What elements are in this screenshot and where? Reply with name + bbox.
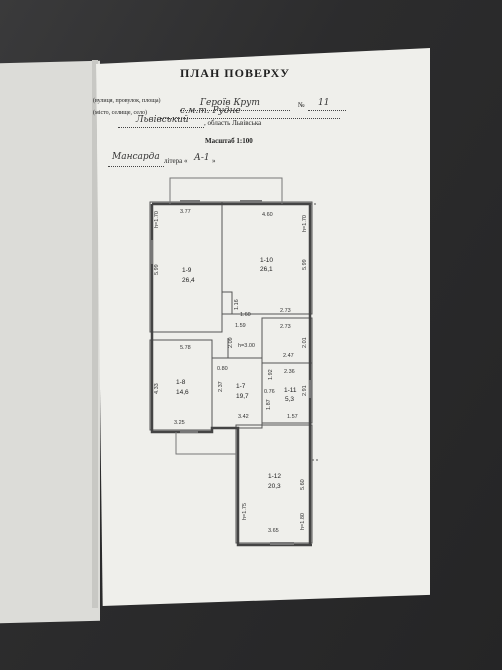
number-prefix: № (298, 101, 305, 109)
document-title: ПЛАН ПОВЕРХУ (180, 66, 291, 80)
dim-label: 3.25 (174, 420, 185, 426)
room-1-11-area: 5,3 (285, 396, 294, 403)
room-1-9-id: 1-9 (182, 267, 192, 274)
dim-label: 2.91 (302, 385, 308, 396)
dim-label: 3.65 (268, 528, 279, 534)
window-4 (309, 380, 312, 398)
dim-label: 3.77 (180, 209, 191, 215)
dim-label: 3.42 (238, 414, 249, 420)
window-1 (180, 200, 200, 203)
windows (150, 200, 312, 545)
dim-label: 2.36 (284, 369, 295, 375)
district-value: Львівський (136, 115, 189, 125)
number-underline (308, 110, 346, 111)
dim-label: 4.60 (262, 212, 273, 218)
window-6 (180, 430, 198, 433)
room-1-12-id: 1-12 (268, 473, 281, 480)
litera-close: » (212, 157, 216, 165)
scale-label: Масштаб 1:100 (205, 137, 253, 145)
room-1-11-id: 1-11 (284, 387, 297, 394)
window-5 (270, 542, 294, 545)
room-1-9-area: 26,4 (182, 277, 195, 284)
dim-label: 4.33 (154, 383, 160, 394)
dim-label: h=1.80 (300, 513, 306, 530)
dim-label: 2.37 (218, 381, 224, 392)
dim-label: 5.99 (154, 264, 160, 275)
settlement-underline (160, 118, 340, 119)
litera-value: А-1 (194, 153, 210, 163)
litera-label: літера « (164, 157, 188, 165)
room-1-12-area: 20,3 (268, 483, 281, 490)
window-3 (150, 240, 153, 264)
dim-label: h=1.70 (302, 215, 308, 232)
dim-label: 5.78 (180, 345, 191, 351)
dim-label: 0.76 (264, 389, 275, 395)
dim-label: h=3.00 (238, 343, 255, 349)
settlement-value: с.м.т. Рудне (180, 106, 241, 116)
dim-label: 0.80 (217, 366, 228, 372)
dim-label: 2.73 (280, 324, 291, 330)
window-2 (240, 200, 262, 203)
district-underline (118, 127, 204, 128)
dim-label: 1.60 (240, 312, 251, 318)
settlement-label: (місто, селище, село) (93, 110, 147, 116)
region-text: , область Львівська (204, 119, 262, 127)
number-value: 11 (318, 98, 330, 108)
room-1-7-area: 19,7 (236, 393, 249, 400)
room-1-8-id: 1-8 (176, 379, 186, 386)
dim-label: 1.57 (287, 414, 298, 420)
room-1-10-id: 1-10 (260, 257, 273, 264)
dim-label: 1.16 (234, 299, 240, 310)
floor-underline (108, 166, 164, 167)
dim-label: h=1.70 (154, 211, 160, 228)
dim-label: 2.73 (280, 308, 291, 314)
street-label: (вулиця, провулок, площа) (93, 98, 161, 104)
floor-value: Мансарда (112, 152, 160, 162)
street-underline (180, 110, 290, 111)
dim-label: 5.60 (300, 479, 306, 490)
dim-label: 1.87 (266, 399, 272, 410)
dim-label: 1.92 (268, 369, 274, 380)
room-1-8-area: 14,6 (176, 389, 189, 396)
dim-label: 5.99 (302, 259, 308, 270)
dim-label: 1.59 (235, 323, 246, 329)
dim-label: 2.01 (302, 337, 308, 348)
wall-room-1-10 (221, 201, 313, 315)
page-edge (92, 60, 98, 608)
room-1-10-area: 26,1 (260, 266, 273, 273)
room-1-7-id: 1-7 (236, 383, 246, 390)
dim-label: 2.47 (283, 353, 294, 359)
dim-label: 2.09 (228, 337, 234, 348)
dim-label: h=1.75 (242, 503, 248, 520)
street-value: Героїв Крут (200, 98, 260, 108)
